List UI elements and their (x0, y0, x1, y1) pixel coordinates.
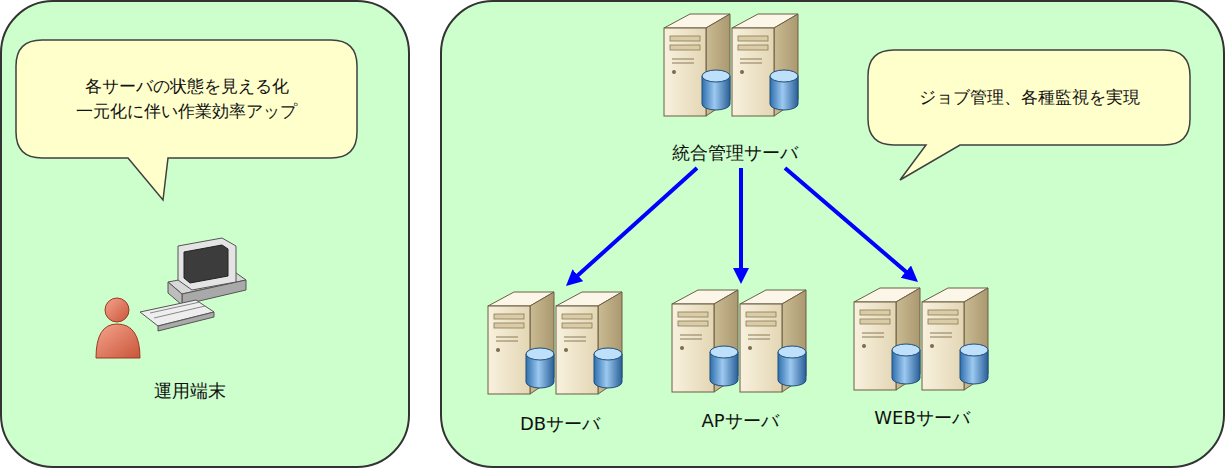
arrow-connector (573, 168, 697, 279)
callout-shape (16, 40, 357, 200)
server-icon (664, 14, 798, 116)
arrow-connector (785, 168, 910, 275)
panel (1, 1, 409, 467)
terminal-box: 運用端末 (115, 232, 265, 406)
server-box: DBサーバ (480, 286, 640, 439)
node-label: WEBサーバ (874, 406, 970, 429)
node-label: 統合管理サーバ (672, 141, 798, 164)
server-box: WEBサーバ (842, 282, 1002, 433)
server-icon (488, 292, 622, 394)
arrow-connector (739, 168, 743, 274)
callout-text: ジョブ管理、各種監視を実現 (919, 85, 1140, 110)
server-icon (854, 288, 988, 390)
server-box: APサーバ (660, 284, 820, 436)
node-label: APサーバ (701, 409, 778, 432)
callout-shape (868, 50, 1190, 180)
panel (441, 1, 1224, 467)
callout-bubble: ジョブ管理、各種監視を実現 (868, 50, 1190, 145)
server-box: 統合管理サーバ (655, 10, 815, 168)
callout-text: 各サーバの状態を見える化 一元化に伴い作業効率アップ (32, 74, 341, 123)
terminal-icon (96, 238, 246, 358)
server-icon (672, 290, 806, 392)
node-label: 運用端末 (154, 379, 226, 402)
node-label: DBサーバ (520, 412, 600, 435)
callout-bubble: 各サーバの状態を見える化 一元化に伴い作業効率アップ (16, 40, 357, 158)
callout-outline (16, 40, 357, 158)
